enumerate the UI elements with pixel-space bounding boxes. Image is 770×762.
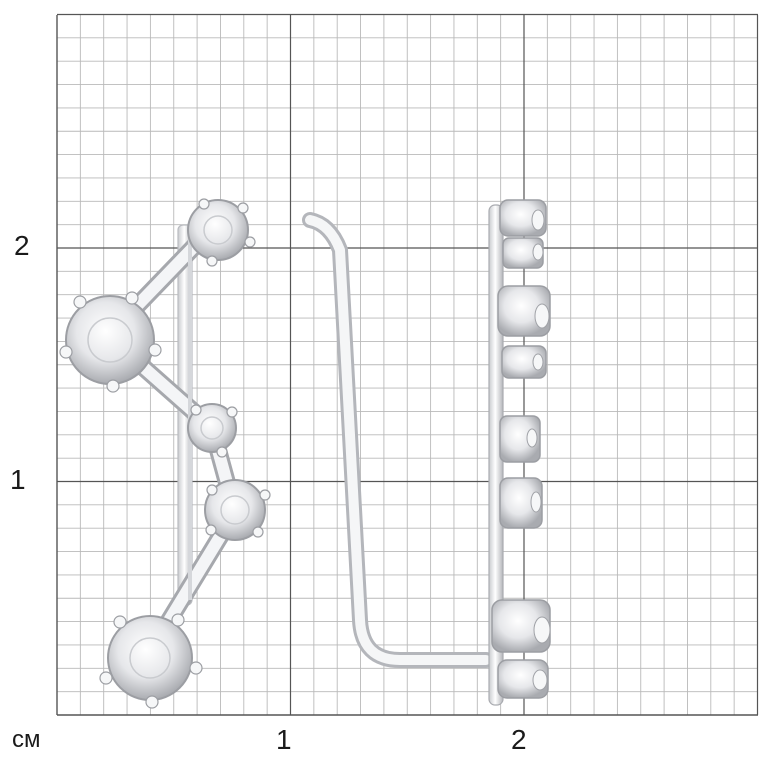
- earring-front-view: [59, 198, 271, 709]
- earring-side-view: [302, 199, 551, 706]
- x-axis-label-2: 2: [511, 724, 527, 755]
- unit-label: см: [12, 726, 41, 753]
- stone-5: [107, 615, 193, 701]
- stone-1: [187, 199, 249, 261]
- stone-2: [65, 295, 155, 385]
- x-axis-label-1: 1: [276, 724, 292, 755]
- axes-frame: [56, 15, 758, 716]
- minor-grid: [56, 15, 758, 716]
- stone-4: [204, 479, 266, 541]
- stone-3: [187, 403, 237, 453]
- y-axis-label-1: 1: [10, 464, 26, 495]
- y-axis-label-2: 2: [14, 230, 30, 261]
